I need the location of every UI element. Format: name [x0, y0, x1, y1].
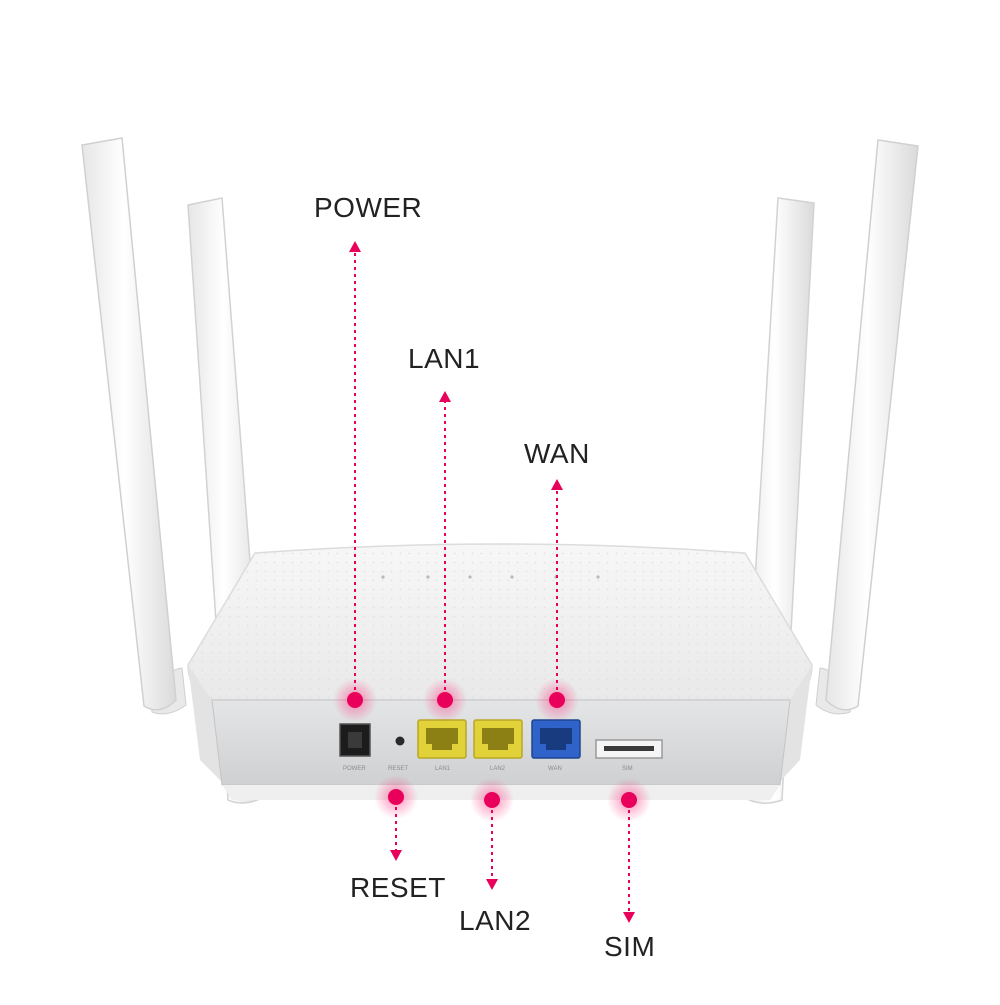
lan1-callout-marker: [423, 391, 467, 722]
port-caption-lan2: LAN2: [490, 766, 506, 772]
reset-callout-marker: [374, 775, 418, 861]
callout-label-lan2: LAN2: [459, 905, 532, 936]
power-port: [339, 723, 371, 757]
port-caption-sim: SIM: [622, 766, 633, 772]
port-caption-lan1: LAN1: [435, 766, 451, 772]
lan2-port: [473, 719, 523, 759]
sim-callout-marker: [607, 778, 651, 923]
wan-port: [531, 719, 581, 759]
sim-slot: [595, 739, 663, 759]
callout-label-sim: SIM: [604, 931, 656, 962]
antenna-front-right: [815, 139, 919, 715]
callout-label-lan1: LAN1: [408, 343, 481, 374]
callout-markers: [333, 241, 651, 923]
lan2-callout-marker: [470, 778, 514, 890]
status-led-holes: [381, 575, 600, 579]
callout-label-power: POWER: [314, 192, 423, 223]
callout-label-wan: WAN: [524, 438, 590, 469]
power-callout-marker: [333, 241, 377, 722]
reset-pinhole: [395, 736, 405, 746]
wan-callout-marker: [535, 479, 579, 722]
port-caption-reset: RESET: [388, 766, 408, 772]
router-body: [187, 543, 813, 800]
antenna-front-left: [81, 137, 187, 715]
port-caption-power: POWER: [343, 766, 366, 772]
callout-label-reset: RESET: [350, 872, 446, 903]
port-caption-wan: WAN: [548, 766, 562, 772]
lan1-port: [417, 719, 467, 759]
